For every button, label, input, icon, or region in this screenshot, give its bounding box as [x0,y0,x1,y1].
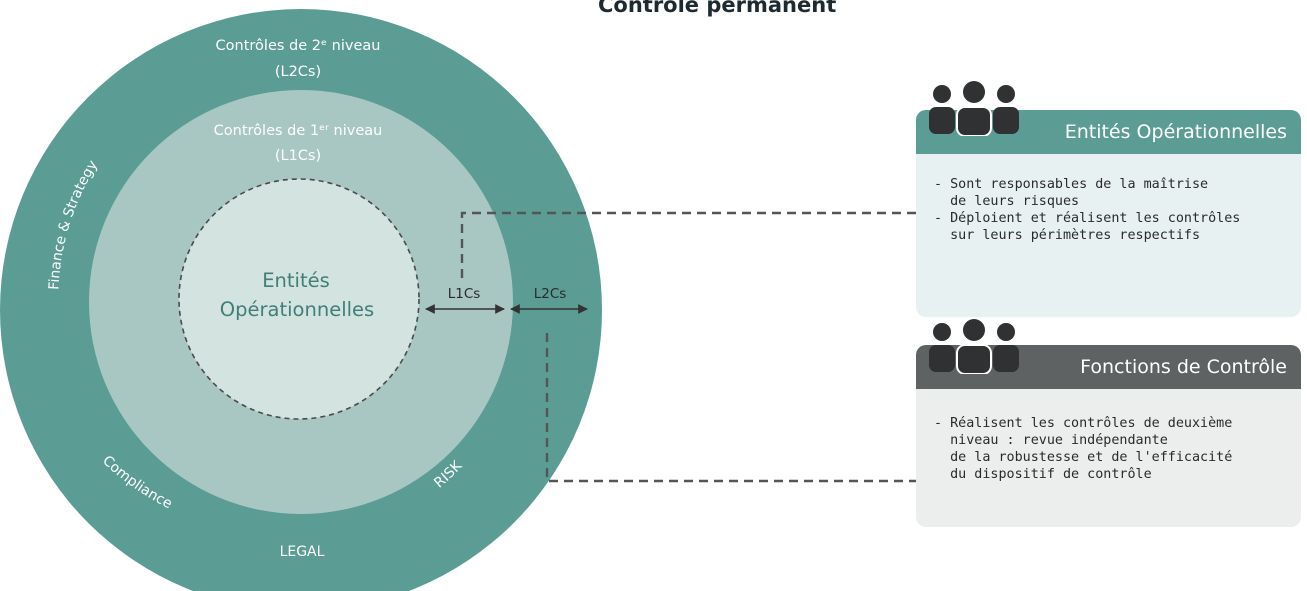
ctrl-bullet-1-line4: du dispositif de contrôle [934,467,1152,482]
ops-bullet-1-line2: de leurs risques [934,194,1080,209]
middle-ring-label-line1: Contrôles de 1ᵉʳ niveau [214,123,383,139]
ctrl-panel-body: - Réalisent les contrôles de deuxième ni… [934,415,1287,483]
ops-panel-title: Entités Opérationnelles [1064,121,1287,143]
ctrl-bullet-1-line2: niveau : revue indépendante [934,433,1168,448]
ops-panel-body: - Sont responsables de la maîtrise de le… [934,176,1287,244]
ctrl-bullet-1-line3: de la robustesse et de l'efficacité [934,450,1233,465]
center-label-line1: Entités [262,269,330,292]
ops-panel: Entités Opérationnelles - Sont responsab… [916,110,1301,317]
ops-bullet-2-line2: sur leurs périmètres respectifs [934,228,1201,243]
ctrl-panel-title: Fonctions de Contrôle [1080,356,1287,378]
l1cs-arrow-label: L1Cs [448,286,481,302]
people-group-icon [929,81,1019,136]
ctrl-bullet-1-line1: - Réalisent les contrôles de deuxième [934,416,1233,431]
middle-ring-label-line2: (L1Cs) [275,148,321,164]
ops-connector-line [460,211,918,278]
ctrl-panel: Fonctions de Contrôle - Réalisent les co… [916,345,1301,527]
l2cs-arrow-label: L2Cs [534,286,567,302]
center-label-line2: Opérationnelles [220,298,374,321]
ctrl-connector-line [545,333,918,483]
ops-bullet-1-line1: - Sont responsables de la maîtrise [934,177,1209,192]
inner-circle [178,178,420,420]
outer-ring-label-line1: Contrôles de 2ᵉ niveau [216,38,381,54]
people-group-icon [929,319,1019,374]
page-title: Contrôle permanent [598,0,837,17]
outer-ring-label-line2: (L2Cs) [275,64,321,80]
legal-label: LEGAL [280,544,325,560]
ops-bullet-2-line1: - Déploient et réalisent les contrôles [934,211,1241,226]
